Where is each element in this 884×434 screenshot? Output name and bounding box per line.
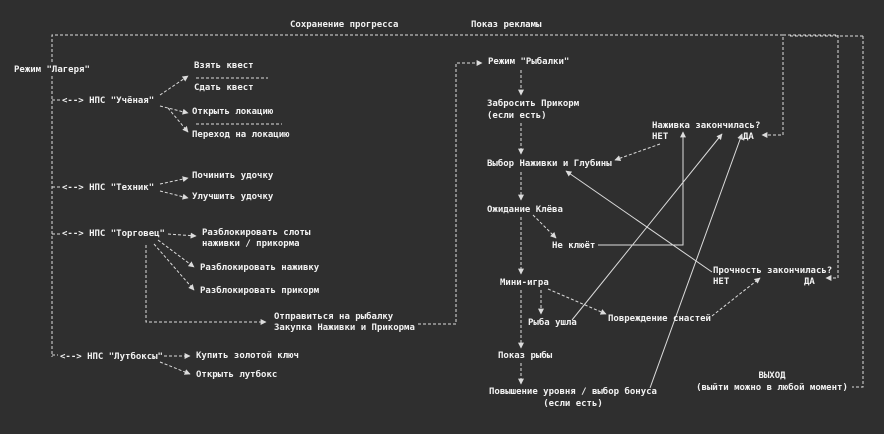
upgrade-rod: Улучшить удочку [192, 192, 274, 202]
arrow-upgrade-rod [159, 190, 189, 200]
unlock-slots-line2: наживки / прикорма [202, 239, 300, 249]
level-up-line2: (если есть) [543, 399, 603, 409]
unlock-bait: Разблокировать наживку [200, 263, 320, 273]
go-to-location: Переход на локацию [192, 130, 290, 140]
arrow-open-location [159, 105, 189, 115]
loop-exit [852, 36, 864, 388]
open-lootbox: Открыть лутбокс [196, 370, 278, 380]
show-ad-label: Показ рекламы [471, 20, 542, 30]
bait-over-question: Наживка закончилась? [652, 121, 761, 131]
unlock-slots-line1: Разблокировать слоты [202, 228, 311, 238]
npc-trader: <--> НПС "Торговец" [62, 229, 165, 239]
nobite-loop [598, 131, 686, 246]
waiting-bite: Ожидание Клёва [487, 205, 563, 215]
exit-line2: (выйти можно в любой момент) [696, 383, 848, 393]
durability-yes: ДА [804, 277, 815, 287]
arrow-open-lootbox [159, 361, 191, 375]
durability-over-question: Прочность закончилась? [713, 266, 833, 276]
arrow-unlock-groundbait [153, 243, 195, 291]
take-quest: Взять квест [194, 61, 254, 71]
fish-escaped: Рыба ушла [528, 318, 577, 328]
level-up-line1: Повышение уровня / выбор бонуса [489, 387, 657, 397]
camp-mode-title: Режим "Лагеря" [14, 65, 90, 75]
arrow-unlock-slots [167, 232, 197, 239]
npc-technician: <--> НПС "Техник" [62, 183, 155, 193]
turn-in-quest: Сдать квест [194, 83, 254, 93]
cast-groundbait-line1: Забросить Прикорм [487, 99, 580, 109]
bait-no: НЕТ [652, 132, 669, 142]
durability-no: НЕТ [713, 277, 730, 287]
unlock-groundbait: Разблокировать прикорм [200, 286, 320, 296]
cast-groundbait-line2: (если есть) [487, 111, 547, 121]
exit-line1: ВЫХОД [758, 371, 786, 381]
arrow-repair-rod [159, 176, 189, 185]
bait-yes: ДА [743, 132, 754, 142]
arrow-take-quest [159, 75, 189, 96]
gear-to-durability [711, 277, 761, 317]
gear-damage: Повреждение снастей [608, 314, 711, 324]
trader-to-fishing [418, 60, 483, 325]
loop-top-right [783, 34, 839, 281]
fishing-mode-title: Режим "Рыбалки" [488, 57, 570, 67]
buy-golden-key: Купить золотой ключ [196, 351, 299, 361]
choose-bait-depth: Выбор Наживки и Глубины [487, 159, 612, 169]
open-location: Открыть локацию [192, 107, 274, 117]
go-fishing-line2: Закупка Наживки и Прикорма [274, 323, 415, 333]
go-fishing-line1: Отправиться на рыбалку [274, 312, 394, 322]
trader-down [145, 245, 267, 325]
npc-scientist: <--> НПС "Учёная" [62, 96, 155, 106]
save-progress-label: Сохранение прогресса [290, 20, 399, 30]
arrow-unlock-bait [157, 239, 195, 268]
durability-no-back [565, 170, 713, 273]
arrow-gear-damage [547, 288, 607, 315]
arrow-no-bite [532, 214, 557, 239]
repair-rod: Починить удочку [192, 171, 274, 181]
npc-lootboxes: <--> НПС "Лутбоксы" [60, 352, 163, 362]
show-fish: Показ рыбы [498, 351, 553, 361]
no-bite: Не клюёт [552, 241, 596, 251]
minigame: Мини-игра [500, 278, 549, 288]
bait-no-back [614, 143, 661, 162]
arrow-go-location [167, 107, 189, 133]
